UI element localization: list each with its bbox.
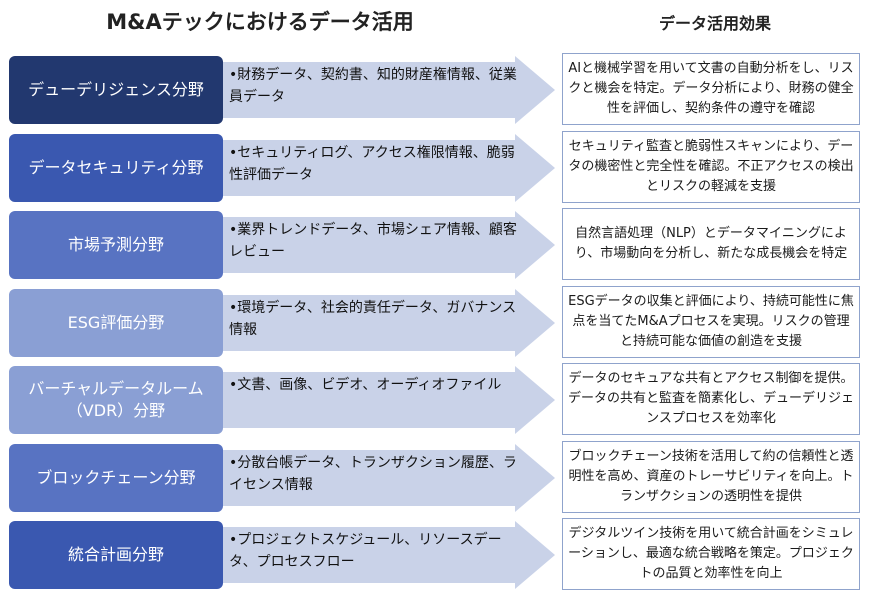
- domain-row: 市場予測分野•業界トレンドデータ、市場シェア情報、顧客レビュー 自然言語処理（NL…: [0, 208, 871, 280]
- domain-row: データセキュリティ分野•セキュリティログ、アクセス権限情報、脆弱性評価データ セキ…: [0, 131, 871, 203]
- data-arrow: [223, 211, 555, 279]
- data-sources-text: •セキュリティログ、アクセス権限情報、脆弱性評価データ: [229, 145, 515, 183]
- data-sources-text: •業界トレンドデータ、市場シェア情報、顧客レビュー: [229, 222, 517, 260]
- data-sources-text: •財務データ、契約書、知的財産権情報、従業員データ: [229, 67, 517, 105]
- data-sources-text: •プロジェクトスケジュール、リソースデータ、プロセスフロー: [229, 532, 502, 570]
- data-arrow: [223, 521, 555, 589]
- domain-row: ブロックチェーン分野•分散台帳データ、トランザクション履歴、ライセンス情報 ブロッ…: [0, 441, 871, 513]
- domain-row: ESG評価分野•環境データ、社会的責任データ、ガバナンス情報 ESGデータの収集と…: [0, 286, 871, 358]
- effects-title: データ活用効果: [658, 14, 771, 33]
- data-arrow: [223, 444, 555, 512]
- data-arrow: [223, 366, 555, 434]
- effect-box: ESGデータの収集と評価により、持続可能性に焦点を当てたM&Aプロセスを実現。リ…: [562, 286, 860, 358]
- domain-row: バーチャルデータルーム（VDR）分野 •文書、画像、ビデオ、オーディオファイル デー…: [0, 363, 871, 435]
- data-arrow: [223, 289, 555, 357]
- effect-box: デジタルツイン技術を用いて統合計画をシミュレーションし、最適な統合戦略を策定。プ…: [562, 518, 860, 590]
- domain-row: 統合計画分野•プロジェクトスケジュール、リソースデータ、プロセスフロー デジタルツ…: [0, 518, 871, 590]
- domain-label: 統合計画分野: [9, 521, 223, 589]
- effect-box: 自然言語処理（NLP）とデータマイニングにより、市場動向を分析し、新たな成長機会…: [562, 208, 860, 280]
- domain-row: デューデリジェンス分野•財務データ、契約書、知的財産権情報、従業員データ AIと機…: [0, 53, 871, 125]
- data-arrow: [223, 134, 555, 202]
- domain-label: デューデリジェンス分野: [9, 56, 223, 124]
- data-sources-text: •文書、画像、ビデオ、オーディオファイル: [229, 377, 502, 393]
- domain-label: ブロックチェーン分野: [9, 444, 223, 512]
- effect-box: セキュリティ監査と脆弱性スキャンにより、データの機密性と完全性を確認。不正アクセ…: [562, 131, 860, 203]
- domain-label: 市場予測分野: [9, 211, 223, 279]
- effect-box: ブロックチェーン技術を活用して約の信頼性と透明性を高め、資産のトレーサビリティを…: [562, 441, 860, 513]
- effect-box: データのセキュアな共有とアクセス制御を提供。データの共有と監査を簡素化し、デュー…: [562, 363, 860, 435]
- data-sources-text: •分散台帳データ、トランザクション履歴、ライセンス情報: [229, 455, 517, 493]
- domain-label: ESG評価分野: [9, 289, 223, 357]
- data-sources-text: •環境データ、社会的責任データ、ガバナンス情報: [229, 300, 517, 338]
- domain-label: バーチャルデータルーム（VDR）分野: [9, 366, 223, 434]
- data-arrow: [223, 56, 555, 124]
- main-title: M&Aテックにおけるデータ活用: [106, 10, 414, 34]
- effect-box: AIと機械学習を用いて文書の自動分析をし、リスクと機会を特定。データ分析により、…: [562, 53, 860, 125]
- domain-label: データセキュリティ分野: [9, 134, 223, 202]
